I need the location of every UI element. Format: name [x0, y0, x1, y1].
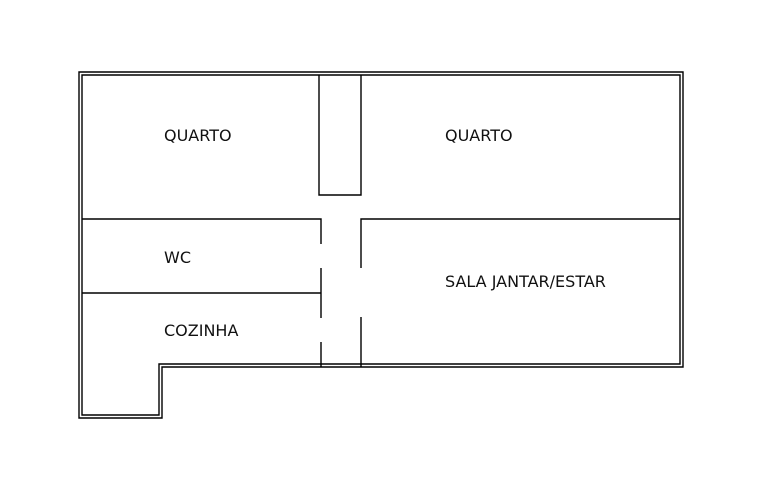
room-label-quarto-left: QUARTO: [164, 126, 232, 145]
room-label-sala: SALA JANTAR/ESTAR: [445, 272, 606, 291]
right-partitions: [360, 218, 680, 367]
outer-wall: [78, 71, 684, 419]
room-label-wc: WC: [164, 248, 191, 267]
shaft-wall: [318, 75, 362, 196]
room-label-quarto-right: QUARTO: [445, 126, 513, 145]
room-label-cozinha: COZINHA: [164, 321, 238, 340]
left-partitions: [82, 218, 322, 367]
